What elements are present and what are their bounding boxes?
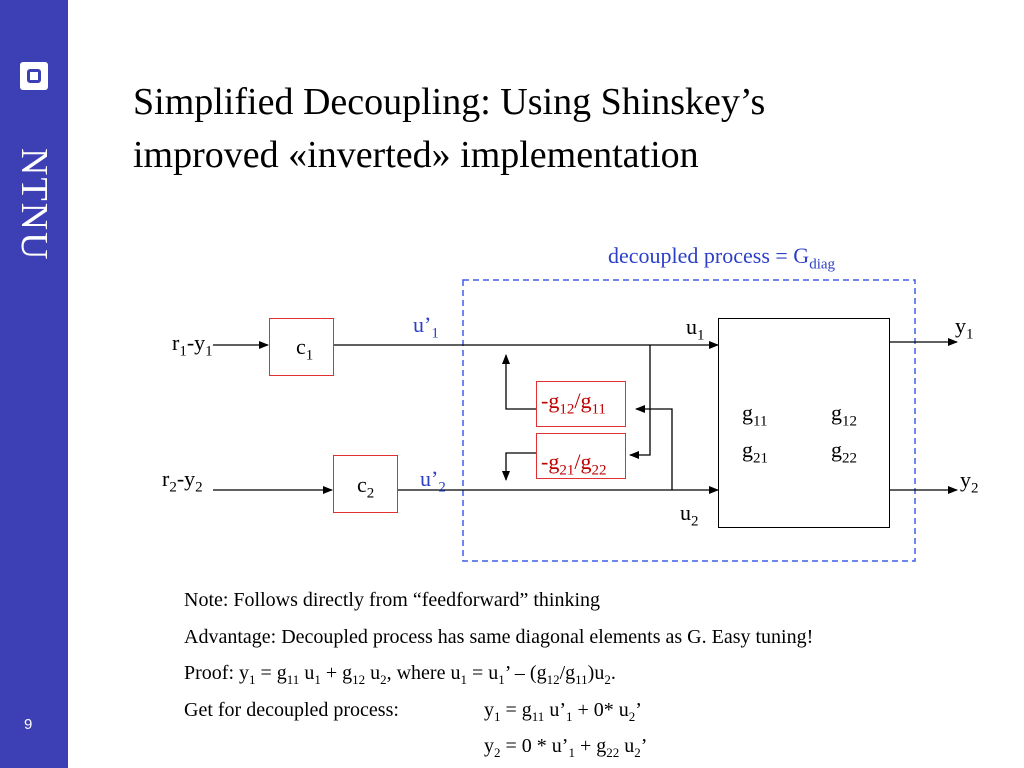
title-line-1: Simplified Decoupling: Using Shinskey’s: [133, 81, 766, 123]
g11-label: g11: [742, 400, 768, 430]
controller-c1-block: [269, 318, 334, 376]
decoupler-12-block: [536, 381, 626, 427]
decoupler-21-block: [536, 433, 626, 479]
c1-label: c1: [296, 334, 314, 364]
note-feedforward: Note: Follows directly from “feedforward…: [184, 589, 600, 611]
process-g-block: [718, 318, 890, 528]
line-u2-to-dec12: [635, 405, 673, 490]
r2-y2-label: r2-y2: [162, 466, 203, 496]
y2-label: y2: [960, 467, 979, 497]
note-get-decoupled: Get for decoupled process:: [184, 699, 399, 721]
decoupled-process-label: decoupled process = Gdiag: [608, 243, 836, 273]
u-prime-1-label: u’1: [413, 312, 439, 342]
note-proof: Proof: y1 = g11 u1 + g12 u2, where u1 = …: [184, 662, 616, 687]
page-number: 9: [24, 716, 33, 733]
y1-label: y1: [955, 313, 974, 343]
u1-label: u1: [686, 314, 705, 344]
equation-y1: y1 = g11 u’1 + 0* u2’: [484, 699, 642, 724]
title-line-2: improved «inverted» implementation: [133, 134, 699, 176]
controller-c2-block: [333, 455, 398, 513]
ntnu-logo-icon: [20, 62, 48, 90]
c2-label: c2: [357, 472, 375, 502]
g21-label: g21: [742, 437, 768, 467]
decoupled-process-boundary: [462, 279, 916, 562]
u-prime-2-label: u’2: [420, 466, 446, 496]
g22-label: g22: [831, 437, 857, 467]
u2-label: u2: [680, 500, 699, 530]
decoupler-21-label: -g21/g22: [541, 449, 607, 479]
r1-y1-label: r1-y1: [172, 330, 213, 360]
note-advantage: Advantage: Decoupled process has same di…: [184, 626, 814, 648]
line-u1-to-dec21: [629, 345, 651, 459]
g12-label: g12: [831, 400, 857, 430]
sidebar: NTNU 9: [0, 0, 68, 768]
line-dec21-to-u2: [502, 452, 536, 481]
decoupler-12-label: -g12/g11: [541, 388, 606, 418]
line-dec12-to-u1: [502, 354, 536, 410]
equation-y2: y2 = 0 * u’1 + g22 u2’: [484, 735, 648, 760]
slide-title: Simplified Decoupling: Using Shinskey’s …: [133, 76, 993, 182]
